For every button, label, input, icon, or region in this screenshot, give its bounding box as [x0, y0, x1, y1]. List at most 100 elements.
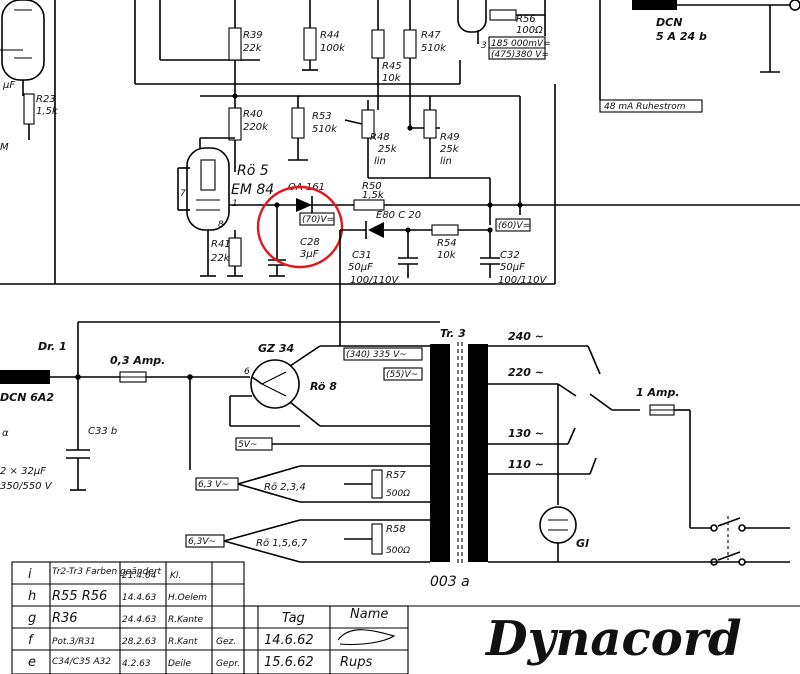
r56-value: 100Ω — [516, 25, 543, 36]
dcn-top-label: DCN — [656, 16, 682, 29]
r58-ref: R58 — [386, 524, 406, 535]
r41-ref: R41 — [211, 239, 231, 250]
r23-ref: R23 — [36, 94, 56, 105]
rev-h-letter: h — [28, 589, 36, 604]
fuse1-label: 0,3 Amp. — [110, 354, 165, 367]
fuse2-label: 1 Amp. — [636, 386, 680, 399]
ruhestrom-label: 48 mA Ruhestrom — [604, 102, 686, 112]
rev-f-text: Pot.3/R31 — [52, 637, 96, 647]
gez-label: Gez. — [216, 637, 236, 647]
c33b-value2: 350/550 V — [0, 481, 53, 492]
rev-g-date: 24.4.63 — [122, 615, 157, 625]
r45-resistor — [291, 107, 305, 139]
r53-resistor — [403, 29, 417, 59]
rev-g-letter: g — [28, 611, 36, 626]
r40-value: 220k — [243, 122, 269, 133]
tr3-code: 003 a — [430, 574, 470, 590]
ro5-type: EM 84 — [231, 182, 274, 198]
r57-resistor — [371, 469, 383, 499]
rev-i-sig: Kl. — [170, 571, 181, 581]
tap-130: 130 ~ — [508, 427, 544, 440]
heater-group1: Rö 2,3,4 — [264, 482, 306, 493]
oa161-voltage: (70)V= — [302, 215, 334, 225]
ro5-ref: Rö 5 — [237, 163, 269, 179]
ro5-pin8: 8 — [218, 220, 224, 230]
r53-value: 510k — [421, 43, 447, 54]
rev-g-text: R36 — [52, 611, 78, 626]
voltage-63b: 6,3V~ — [188, 537, 216, 547]
title-block — [11, 561, 800, 674]
r48-note: lin — [374, 156, 386, 167]
voltage-55: (55)V~ — [386, 370, 418, 380]
rev-g-sig: R.Kante — [168, 615, 203, 625]
gepr-label: Gepr. — [216, 659, 240, 669]
dcn-top-value: 5 A 24 b — [656, 30, 707, 43]
dcn-choke-top — [632, 0, 677, 10]
tap-220: 220 ~ — [508, 366, 544, 379]
e80c20-label: E80 C 20 — [376, 210, 421, 221]
gz34-rectifier-tube — [250, 359, 300, 409]
heater-group2: Rö 1,5,6,7 — [256, 538, 308, 549]
voltage-box-55 — [383, 367, 423, 381]
oa161-diode — [296, 198, 312, 212]
e80c20-rectifier — [368, 222, 384, 238]
v56-upper: 185 000mV= — [491, 39, 551, 49]
r48-ref: R48 — [370, 132, 390, 143]
r50-ref: R50 — [362, 181, 382, 192]
r49-value: 25k — [440, 144, 460, 155]
gz34-pin: 6 — [244, 367, 250, 377]
c31-rating: 100/110V — [350, 275, 400, 286]
voltage-box-340 — [343, 347, 423, 361]
r44-ref: R44 — [320, 30, 340, 41]
c33b-marker: α — [2, 428, 9, 439]
ro5-pin1: 1 — [232, 199, 238, 209]
r57-ref: R57 — [386, 470, 406, 481]
rev-i-text: Tr2-Tr3 Farben geändert — [52, 567, 162, 577]
r56-ref: R56 — [516, 14, 536, 25]
r41-resistor — [228, 237, 242, 267]
rev-i-date: 21.4.64 — [122, 571, 157, 581]
ruhestrom-box — [599, 99, 703, 113]
rev-f-letter: f — [28, 633, 35, 648]
output-tube-fragment — [457, 0, 487, 33]
brand-logo: Dynacord — [484, 611, 742, 667]
pin3-label: 3 — [481, 41, 487, 51]
voltage-63a: 6,3 V~ — [198, 480, 229, 490]
r40-resistor — [228, 107, 242, 141]
ro5-pin7: 7 — [180, 189, 186, 199]
c28-value: 3µF — [300, 249, 319, 260]
r50-resistor — [353, 199, 385, 211]
tap-110: 110 ~ — [508, 458, 544, 471]
r49-ref: R49 — [440, 132, 460, 143]
name-header: Name — [350, 607, 388, 622]
tap-240: 240 ~ — [508, 330, 544, 343]
r41-value: 22k — [211, 253, 231, 264]
rev-f-sig: R.Kant — [168, 637, 198, 647]
tube-fragment-top-left — [0, 0, 45, 96]
c31-ref: C31 — [352, 250, 372, 261]
rev-e-sig: Deile — [168, 659, 191, 669]
r48-value: 25k — [378, 144, 398, 155]
r39-ref: R39 — [243, 30, 263, 41]
glow-lamp — [539, 506, 577, 544]
tr3-ref: Tr. 3 — [440, 327, 466, 340]
r53-ref: R47 — [421, 30, 441, 41]
gz34-type: GZ 34 — [258, 342, 294, 355]
mains-switch-b — [717, 551, 741, 561]
c31-value: 50µF — [348, 262, 373, 273]
r39-resistor — [228, 27, 242, 61]
r49-potentiometer — [423, 109, 437, 139]
rev-h-date: 14.4.63 — [122, 593, 157, 603]
r47-resistor — [371, 29, 385, 59]
gez-date: 14.6.62 — [264, 633, 314, 648]
highlight-circle — [256, 185, 344, 269]
tr3-primary-core — [430, 344, 450, 562]
gepr-date: 15.6.62 — [264, 655, 314, 670]
r58-resistor — [371, 523, 383, 555]
dr1-value: DCN 6A2 — [0, 391, 54, 404]
r50-value: 1,5k — [362, 190, 385, 201]
rev-e-date: 4.2.63 — [122, 659, 151, 669]
r39-value: 22k — [243, 43, 263, 54]
c32-rating: 100/110V — [498, 275, 548, 286]
r58-value: 500Ω — [386, 546, 410, 556]
